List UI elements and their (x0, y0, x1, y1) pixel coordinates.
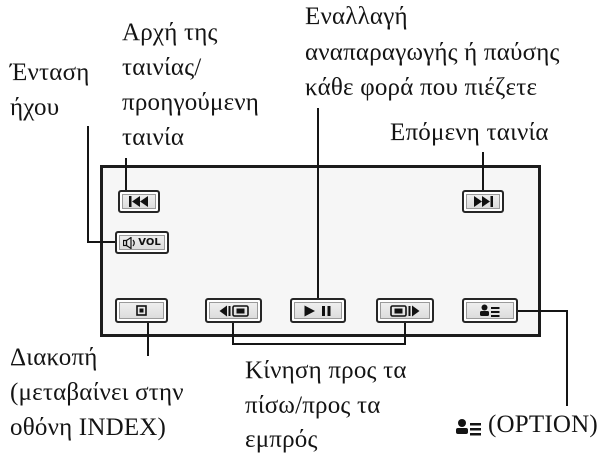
speaker-icon (123, 236, 137, 249)
stop-label-line-2: (μεταβαίνει στην (10, 379, 184, 406)
skip-previous-icon (129, 196, 149, 207)
option-label: (OPTION) (488, 411, 598, 438)
move-label-line-3: εμπρός (245, 426, 318, 453)
previous-movie-button[interactable] (118, 190, 160, 213)
option-icon (456, 418, 482, 443)
next-movie-button[interactable] (462, 190, 504, 213)
play-pause-label-line-1: Εναλλαγή (305, 3, 408, 30)
next-label: Επόμενη ταινία (390, 119, 549, 146)
play-pause-icon (304, 305, 332, 317)
volume-button[interactable]: VOL (115, 231, 169, 254)
volume-label-line-1: Ένταση (10, 59, 90, 86)
stop-button[interactable] (115, 298, 168, 323)
stop-icon (136, 305, 147, 316)
frame-forward-icon (390, 304, 420, 317)
option-button[interactable] (462, 298, 518, 323)
start-prev-label-line-4: ταινία (122, 124, 185, 151)
start-prev-label-line-3: προηγούμενη (122, 89, 260, 116)
frame-back-button[interactable] (205, 298, 262, 323)
play-pause-label-line-3: κάθε φορά που πιέζετε (305, 74, 538, 101)
stop-label-line-1: Διακοπή (10, 344, 98, 371)
stop-label-line-3: οθόνη INDEX) (10, 414, 167, 441)
move-label-line-2: πίσω/προς τα (245, 392, 381, 419)
move-label-line-1: Κίνηση προς τα (245, 357, 407, 384)
start-prev-label-line-1: Αρχή της (122, 19, 218, 46)
volume-label-line-2: ήχου (10, 94, 60, 121)
frame-forward-button[interactable] (376, 298, 434, 323)
play-pause-label-line-2: αναπαραγωγής ή παύσης (305, 39, 560, 66)
frame-back-icon (219, 304, 249, 317)
play-pause-button[interactable] (290, 298, 346, 323)
skip-next-icon (473, 196, 493, 207)
start-prev-label-line-2: ταινίας/ (122, 54, 202, 81)
volume-button-label: VOL (138, 236, 161, 248)
option-icon (480, 304, 500, 318)
